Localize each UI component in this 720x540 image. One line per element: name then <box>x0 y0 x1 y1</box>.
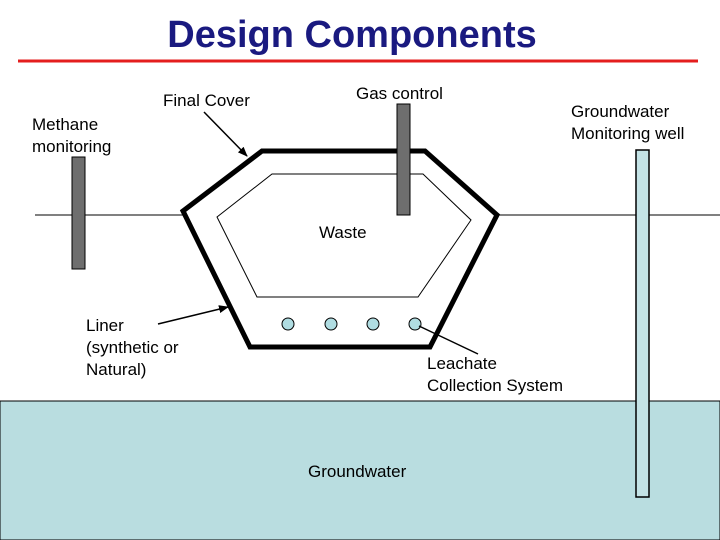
methane-label-line2: monitoring <box>32 137 111 156</box>
page-title: Design Components <box>167 14 536 56</box>
final-cover-label: Final Cover <box>163 91 250 110</box>
groundwater-label: Groundwater <box>308 462 407 481</box>
liner-label-line3: Natural) <box>86 360 146 379</box>
gas-control-label: Gas control <box>356 84 443 103</box>
leachate-arrow <box>418 325 479 355</box>
final-cover-arrow <box>203 111 248 157</box>
leachate-label-line2: Collection System <box>427 376 563 395</box>
gw-well-label-line1: Groundwater <box>571 102 670 121</box>
leachate-collection-pipe <box>408 317 422 331</box>
groundwater-monitoring-well-label: Groundwater Monitoring well <box>571 102 684 143</box>
liner-label-line2: (synthetic or <box>86 338 179 357</box>
liner-arrow <box>157 305 229 325</box>
gw-well-label-line2: Monitoring well <box>571 124 684 143</box>
leachate-collection-label: Leachate Collection System <box>427 354 563 395</box>
groundwater-monitoring-well <box>635 149 650 498</box>
liner-label: Liner (synthetic or Natural) <box>86 316 183 379</box>
methane-label-line1: Methane <box>32 115 98 134</box>
methane-monitoring-probe <box>71 156 86 270</box>
leachate-collection-pipe <box>281 317 295 331</box>
leachate-label-line1: Leachate <box>427 354 497 373</box>
methane-monitoring-label: Methane monitoring <box>32 115 111 156</box>
leachate-collection-pipe <box>366 317 380 331</box>
waste-label: Waste <box>319 223 367 242</box>
groundwater-zone <box>0 400 720 540</box>
gas-control-pipe <box>396 103 411 216</box>
liner-label-line1: Liner <box>86 316 124 335</box>
leachate-collection-pipe <box>324 317 338 331</box>
